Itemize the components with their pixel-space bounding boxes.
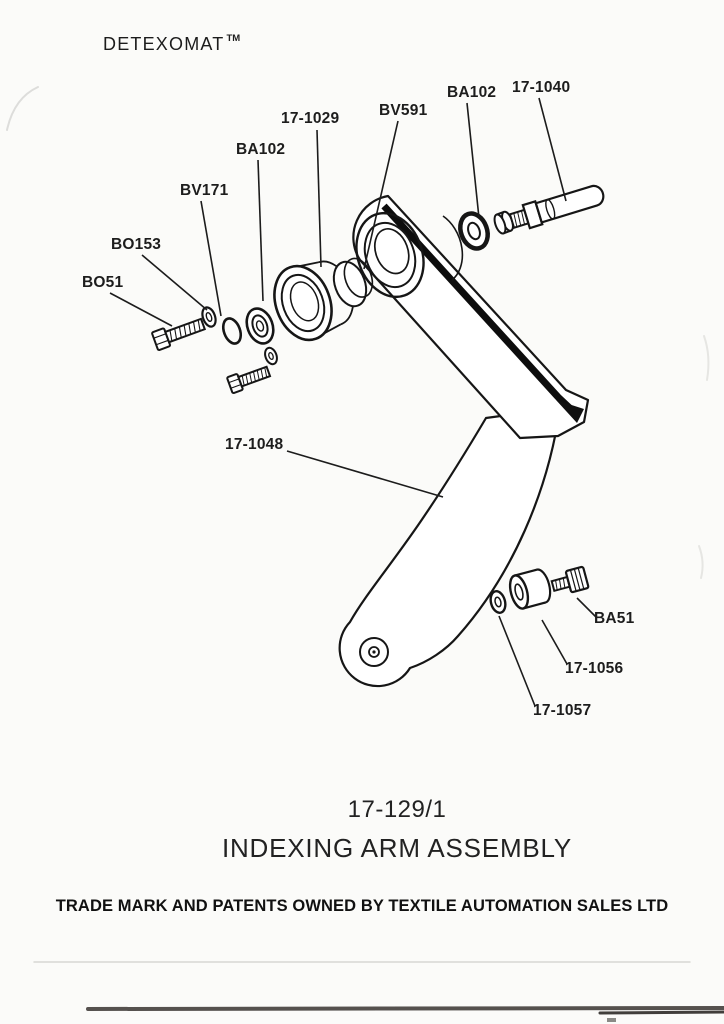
counterbore-rim [442, 215, 464, 281]
roller-17-1056-drawing [508, 568, 552, 610]
leader-bo51 [109, 292, 173, 327]
brand-name: DETEXOMAT [103, 34, 225, 54]
bearing-ba102-right-drawing [458, 211, 490, 251]
washer-secondary-drawing [264, 346, 278, 366]
leader-17-1056 [541, 619, 568, 665]
part-label-ba51: BA51 [594, 610, 635, 627]
leader-bv591 [363, 120, 399, 270]
liner-bv591-drawing [332, 257, 374, 308]
hub-boss-center [372, 650, 376, 654]
part-label-17-1048: 17-1048 [225, 436, 284, 453]
bolt-bo51-drawing [151, 317, 207, 351]
footer-note: TRADE MARK AND PATENTS OWNED BY TEXTILE … [55, 897, 669, 915]
assembly-title: INDEXING ARM ASSEMBLY [221, 833, 573, 863]
bushing-17-1029-drawing [273, 260, 355, 342]
washer-bo153-drawing [201, 306, 217, 328]
page-artifacts [6, 86, 724, 1022]
arm-upper-limb [352, 194, 590, 440]
leader-17-1057 [498, 615, 536, 707]
leader-bv171 [200, 200, 222, 317]
title-block: 17-129/1 INDEXING ARM ASSEMBLY [70, 796, 724, 864]
clevis-slot [556, 400, 584, 423]
trademark-symbol: TM [226, 33, 241, 44]
part-label-17-1057: 17-1057 [533, 702, 592, 719]
part-label-ba102-left: BA102 [236, 141, 286, 158]
leader-bo153 [141, 254, 208, 311]
part-label-bv591: BV591 [379, 102, 428, 119]
bearing-ba102-left-drawing [245, 307, 275, 345]
part-label-bv171: BV171 [180, 182, 229, 199]
leader-17-1040 [538, 97, 567, 202]
arm-body-drawing [338, 194, 590, 688]
part-label-ba102-top: BA102 [447, 84, 497, 101]
pivot-bore-drawing [355, 211, 425, 299]
leader-17-1029 [316, 129, 322, 268]
drawing-number: 17-129/1 [347, 796, 447, 823]
part-label-17-1040: 17-1040 [512, 79, 571, 96]
leader-ba102-left [257, 159, 264, 302]
arm-lower-limb [338, 406, 562, 688]
leader-lines [109, 97, 597, 707]
part-label-17-1056: 17-1056 [565, 660, 624, 677]
circlip-bv171-drawing [221, 317, 243, 345]
washer-17-1057-drawing [489, 590, 507, 614]
bolt-secondary-drawing [226, 365, 272, 395]
leader-ba51 [576, 597, 597, 618]
bolt-ba51-drawing [550, 565, 590, 594]
leader-ba102-top [466, 102, 480, 219]
part-label-bo153: BO153 [111, 236, 162, 253]
shaft-17-1040-drawing [508, 184, 605, 230]
part-label-17-1029: 17-1029 [281, 110, 340, 127]
part-label-bo51: BO51 [82, 274, 124, 291]
leader-17-1048 [286, 450, 444, 498]
